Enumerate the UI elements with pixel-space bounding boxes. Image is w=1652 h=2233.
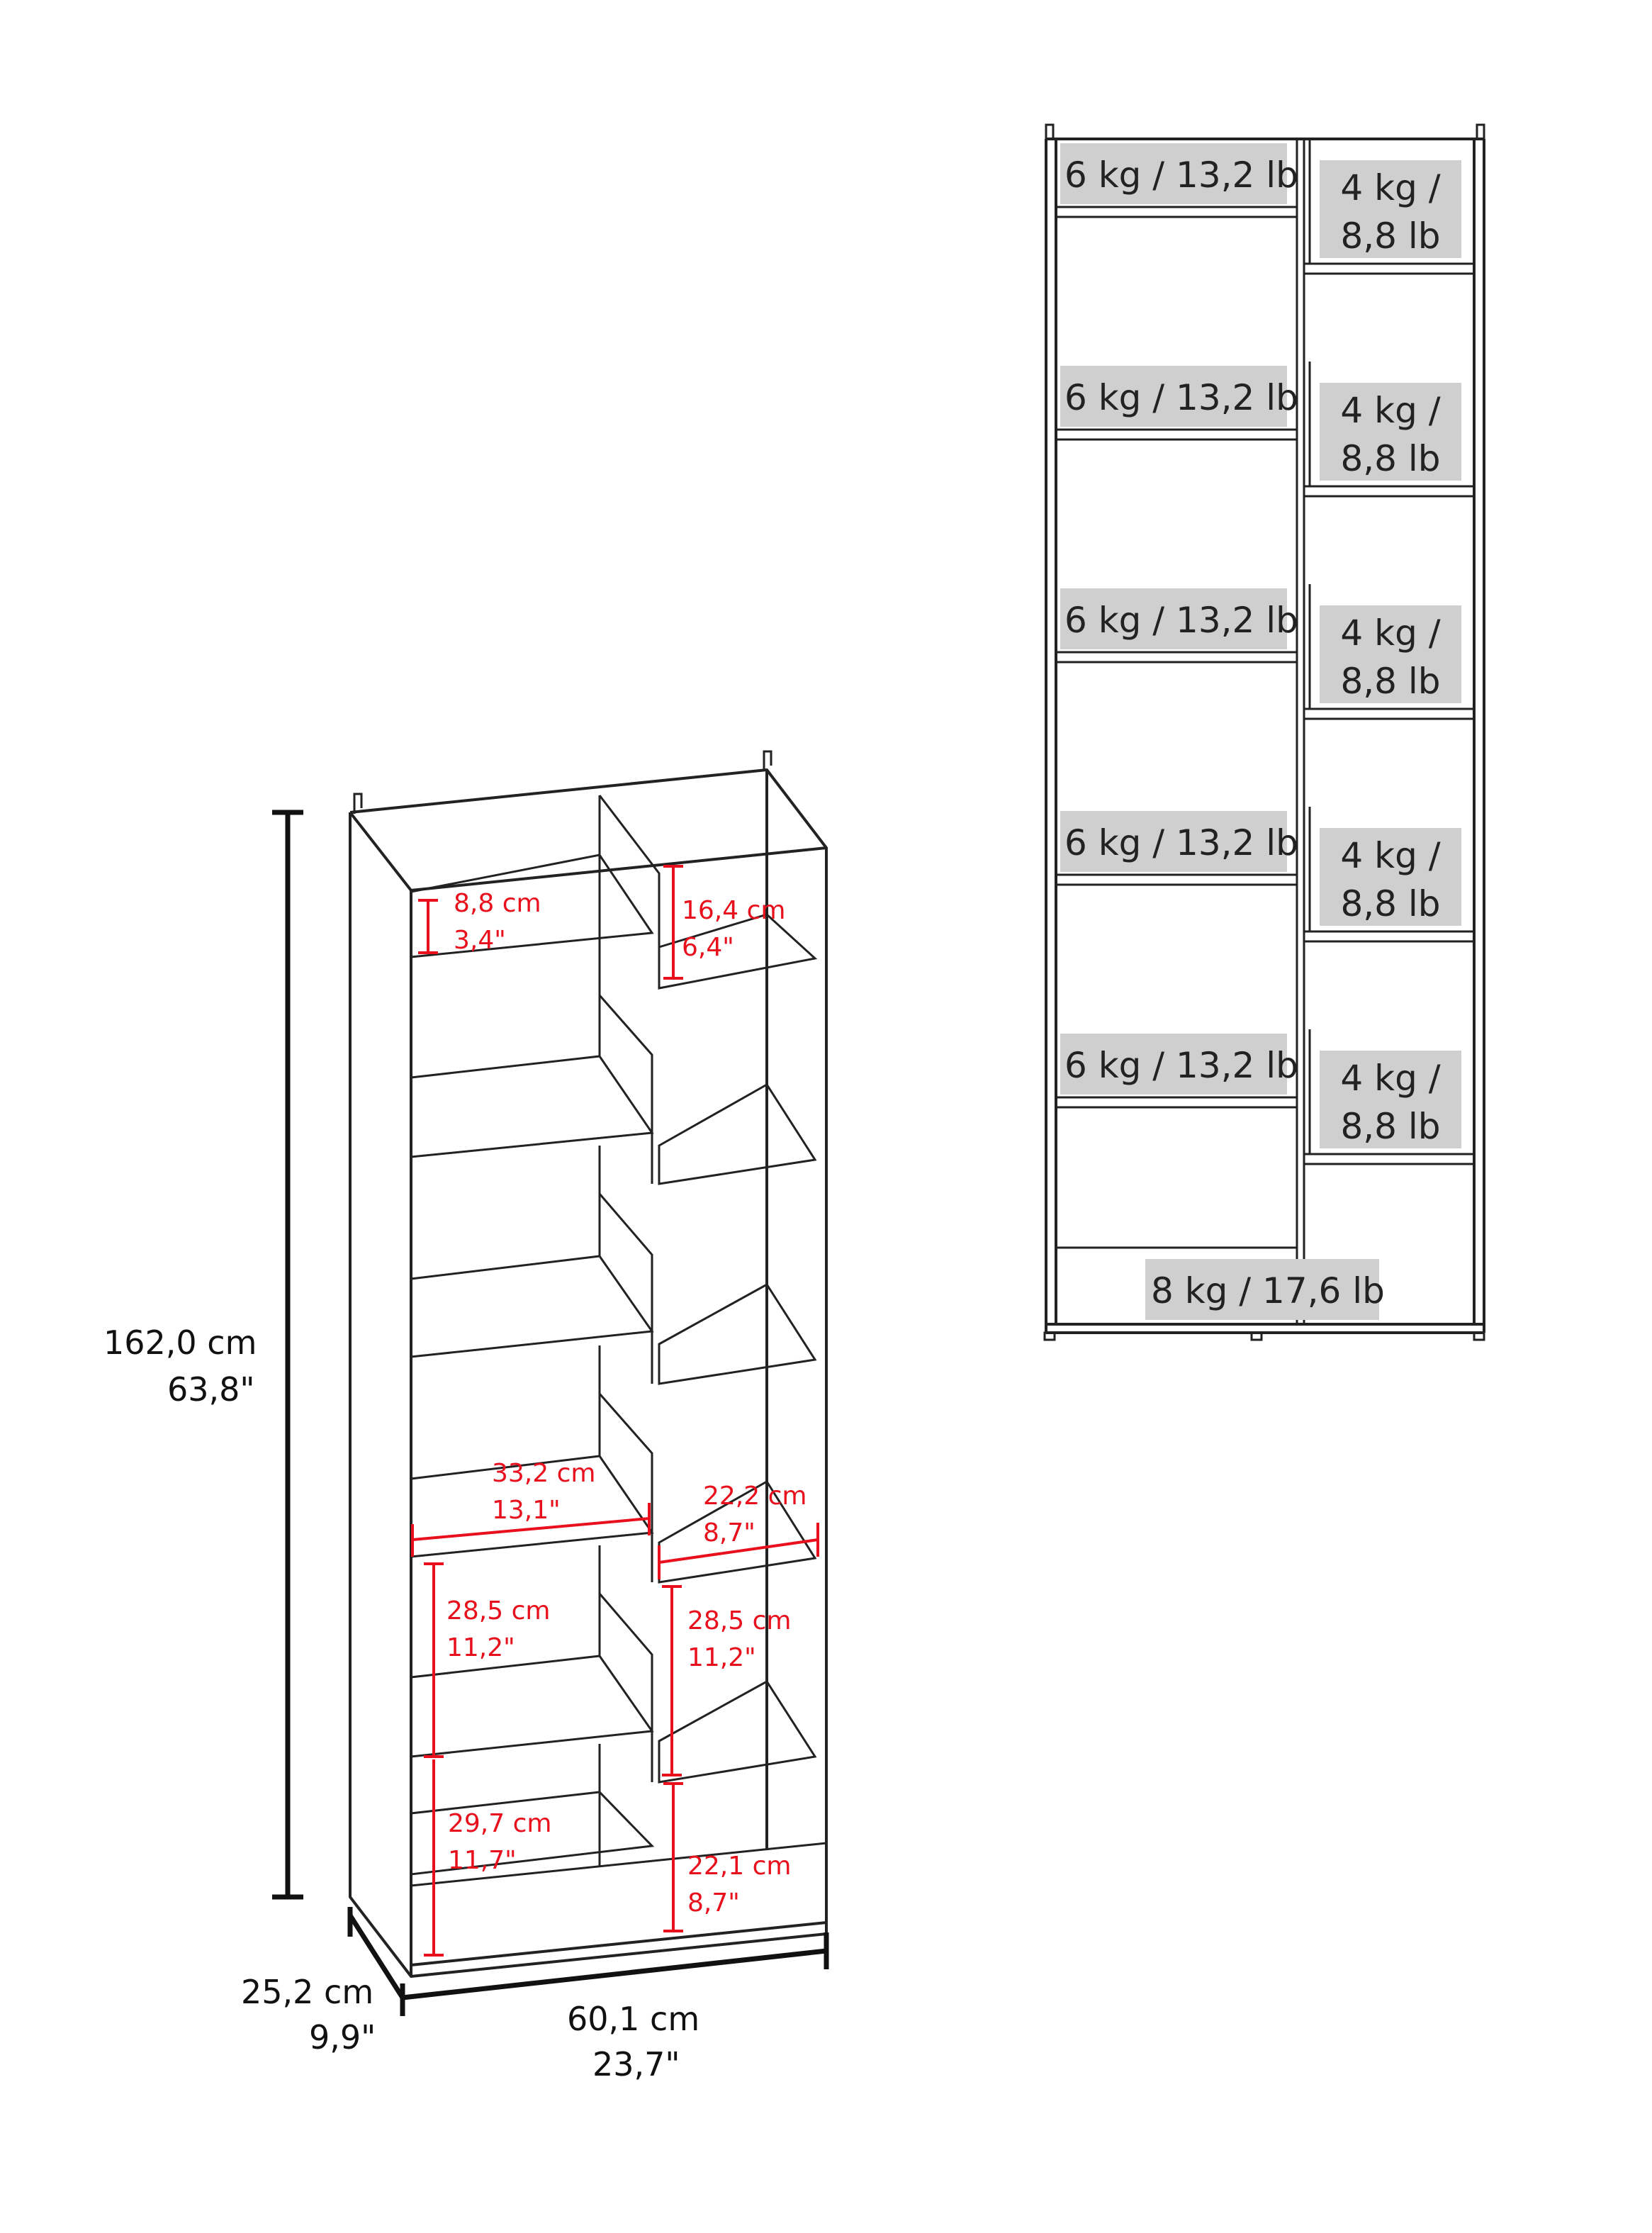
width-in-label: 23,7" [592, 2045, 680, 2083]
left-shelf-load-label: 6 kg / 13,2 lb [1064, 155, 1298, 196]
center-dividers [598, 946, 653, 1866]
measure-label-cm: 22,1 cm [687, 1852, 791, 1881]
measure-label-in: 11,2" [446, 1633, 515, 1662]
bottom-load-label: 8 kg / 17,6 lb [1151, 1270, 1385, 1311]
interior-measurement-lines [411, 865, 819, 1957]
right-shelf-load-label: 8,8 lb [1340, 661, 1440, 702]
measure-label-cm: 8,8 cm [454, 889, 541, 918]
load-capacity-labels: 6 kg / 13,2 lb 6 kg / 13,2 lb 6 kg / 13,… [1060, 143, 1461, 1320]
measure-label-in: 8,7" [687, 1888, 740, 1918]
measure-label-in: 11,7" [448, 1846, 517, 1875]
measure-label-in: 3,4" [454, 926, 506, 955]
left-shelf-load-label: 6 kg / 13,2 lb [1064, 1045, 1298, 1086]
measure-label-cm: 33,2 cm [492, 1459, 595, 1488]
right-shelf-load-label: 8,8 lb [1340, 1106, 1440, 1147]
depth-dimension-line [348, 1914, 405, 1999]
width-dimension-line [402, 1948, 827, 2000]
depth-in-label: 9,9" [309, 2018, 376, 2056]
right-shelf-load-label: 4 kg / [1340, 167, 1440, 208]
depth-cm-label: 25,2 cm [241, 1973, 373, 2011]
overall-dimensions [272, 810, 829, 2016]
measure-label-in: 11,2" [687, 1643, 756, 1672]
height-cm-label: 162,0 cm [103, 1323, 257, 1362]
bookcase-3d-drawing [349, 750, 828, 1978]
right-shelf-load-label: 4 kg / [1340, 1058, 1440, 1099]
right-shelf-load-label: 4 kg / [1340, 612, 1440, 654]
right-shelf-load-label: 8,8 lb [1340, 438, 1440, 479]
measure-label-in: 8,7" [703, 1518, 755, 1548]
measure-label-in: 6,4" [682, 933, 734, 962]
interior-measurement-labels: 8,8 cm 3,4" 16,4 cm 6,4" 33,2 cm 13,1" 2… [446, 889, 807, 1918]
measure-label-cm: 22,2 cm [703, 1482, 807, 1511]
bookcase-front-view [1043, 123, 1485, 1341]
left-shelf-load-label: 6 kg / 13,2 lb [1064, 377, 1298, 418]
measure-label-in: 13,1" [492, 1496, 561, 1525]
left-shelf-load-label: 6 kg / 13,2 lb [1064, 822, 1298, 863]
left-shelves [410, 854, 655, 1876]
right-shelf-load-label: 8,8 lb [1340, 216, 1440, 257]
measure-label-cm: 16,4 cm [682, 896, 785, 925]
measure-label-cm: 28,5 cm [687, 1606, 791, 1635]
left-shelf-load-label: 6 kg / 13,2 lb [1064, 600, 1298, 641]
height-in-label: 63,8" [167, 1370, 255, 1409]
width-cm-label: 60,1 cm [567, 2000, 699, 2038]
measure-label-cm: 28,5 cm [446, 1596, 550, 1625]
measure-label-cm: 29,7 cm [448, 1809, 551, 1838]
right-shelf-load-label: 4 kg / [1340, 835, 1440, 876]
right-shelf-load-label: 8,8 lb [1340, 883, 1440, 924]
right-shelf-load-label: 4 kg / [1340, 390, 1440, 431]
